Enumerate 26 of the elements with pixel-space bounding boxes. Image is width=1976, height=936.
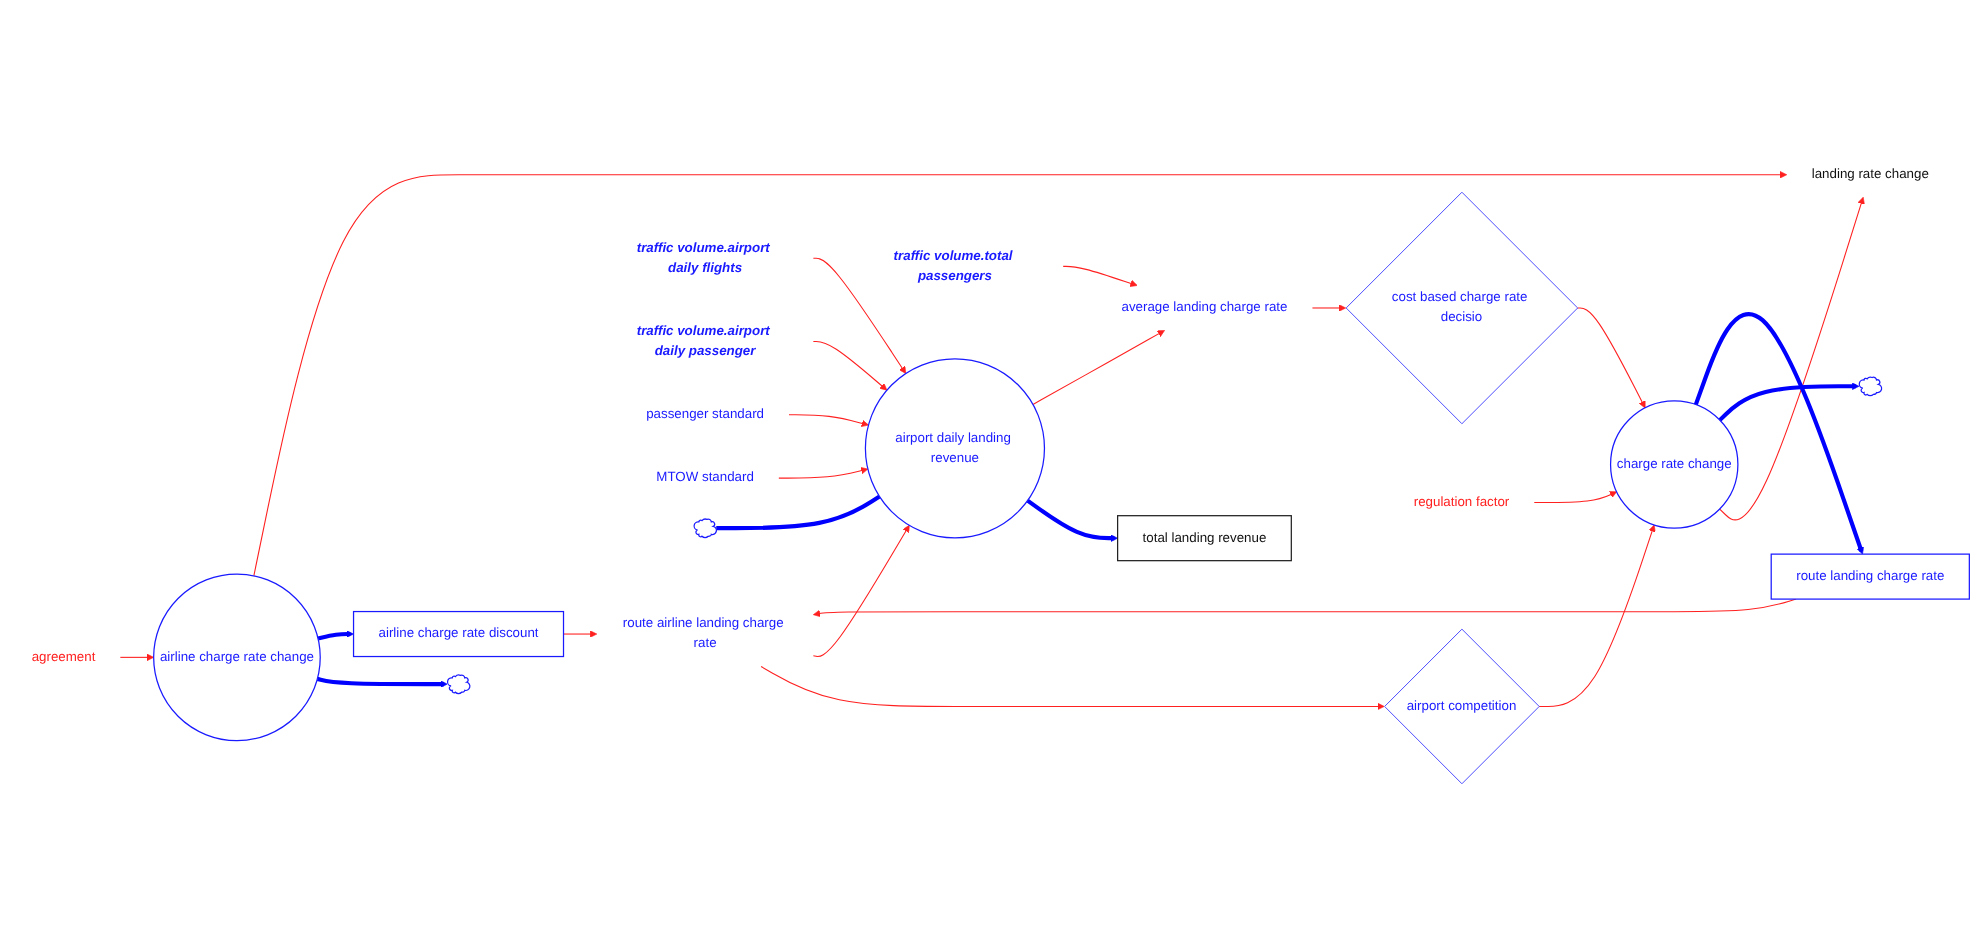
arrow: [562, 630, 598, 638]
arrow: [813, 598, 1797, 618]
arrow: [1062, 265, 1138, 287]
arrow: [1719, 196, 1865, 521]
node-cloud: [1858, 376, 1883, 397]
arrow: [119, 653, 154, 661]
arrow: [316, 676, 448, 688]
arrow: [1032, 330, 1165, 405]
node-cloud: [446, 674, 471, 695]
arrow: [812, 257, 907, 374]
arrow: [317, 630, 354, 641]
arrow: [1026, 498, 1118, 542]
arrow: [788, 414, 869, 427]
arrow: [1311, 304, 1347, 312]
arrow: [778, 467, 869, 479]
arrow: [1576, 307, 1646, 409]
arrow: [253, 171, 1788, 577]
connector: [716, 494, 881, 531]
arrow: [760, 666, 1385, 711]
node-cloud: [693, 518, 718, 539]
arrow: [1533, 491, 1617, 504]
arrow: [812, 525, 910, 658]
arrow: [1718, 382, 1860, 422]
arrow: [1693, 312, 1864, 555]
arrow: [812, 340, 888, 391]
arrow: [1538, 524, 1656, 707]
